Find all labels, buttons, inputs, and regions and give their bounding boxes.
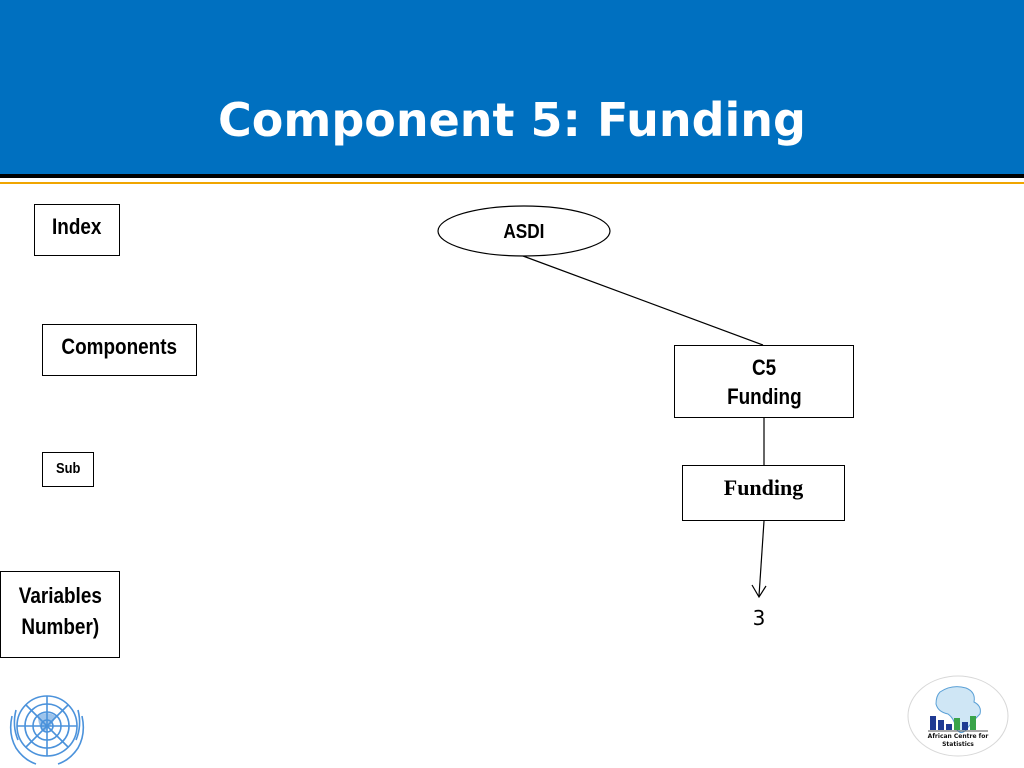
sub-node-label: Funding [723,475,804,500]
legend-index-box: Index [34,204,120,256]
root-node-ellipse [437,205,611,257]
edge-root-to-component [522,255,764,346]
acs-logo-text-line1: African Centre for [927,733,989,740]
header-rule-orange [0,182,1024,184]
legend-variables-line2: Number) [21,614,99,639]
root-node-label: ASDI [503,221,545,243]
legend-components-box: Components [42,324,197,376]
edge-sub-to-variables [758,520,765,597]
component-node-name: Funding [726,384,802,409]
legend-variables-line1: Variables [18,583,102,608]
legend-components-label: Components [61,334,178,359]
header-rule-dark [0,174,1024,178]
component-node: C5 Funding [674,345,854,418]
legend-sub-label: Sub [55,460,81,477]
acs-logo: African Centre for Statistics [906,674,1010,758]
africa-map-icon [907,675,1009,757]
variable-count: 3 [752,606,766,630]
acs-logo-text-line2: Statistics [942,741,974,748]
legend-index-label: Index [52,214,102,239]
legend-variables-box: Variables Number) [0,571,120,658]
arrowhead-icon [751,584,767,599]
title-banner [0,0,1024,174]
legend-sub-box: Sub [42,452,94,487]
component-node-code: C5 [751,355,777,380]
sub-node: Funding [682,465,845,521]
un-emblem-icon [9,695,85,765]
slide-title: Component 5: Funding [218,93,806,147]
